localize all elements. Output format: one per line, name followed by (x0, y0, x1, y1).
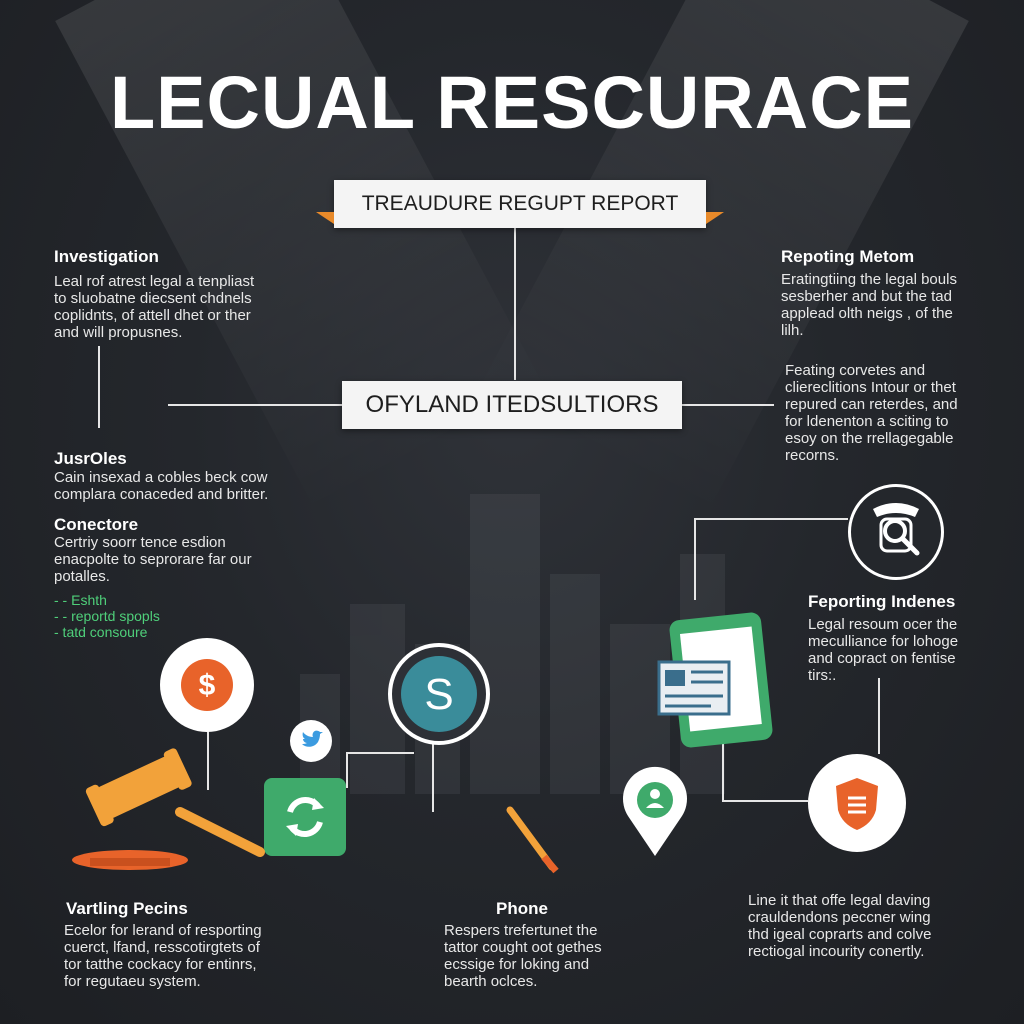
svg-text:S: S (424, 670, 453, 719)
ribbon-right (706, 212, 724, 224)
varting-text: Ecelor for lerand of resporting cuerct, … (64, 922, 262, 990)
connector-shield-rise (878, 678, 880, 754)
phone-heading: Phone (496, 899, 548, 918)
connector-right-horizontal (682, 404, 774, 406)
connector-sync-vertical (346, 752, 348, 788)
connector-phone-shield (722, 800, 808, 802)
investigation-heading: Investigation (54, 247, 159, 266)
line-block-text: Line it that offe legal daving crauldend… (748, 892, 932, 960)
varting-heading: Vartling Pecins (66, 899, 188, 918)
ribbon-left (316, 212, 334, 224)
gavel-icon (72, 748, 265, 870)
connector-search-horizontal (694, 518, 848, 520)
conectore-heading: Conectore (54, 515, 139, 534)
location-pin-icon (623, 766, 687, 856)
connector-search-vertical (694, 518, 696, 600)
bullet-item: - tatd consoure (54, 624, 148, 640)
connector-phone-drop (722, 740, 724, 800)
connector-left-horizontal (168, 404, 342, 406)
telephone-search-icon (848, 484, 944, 580)
sync-icon (264, 778, 346, 856)
features-text: Feating corvetes and cliereclitions Into… (785, 362, 958, 464)
conectore-text: Certriy soorr tence esdion enacpolte to … (54, 534, 252, 585)
investigation-text: Leal rof atrest legal a tenpliast to slu… (54, 273, 255, 341)
bullet-item: - - Eshth (54, 592, 107, 608)
connector-dollar-drop (207, 730, 209, 790)
dollar-icon: $ (160, 638, 254, 732)
connector-sync-horizontal (346, 752, 414, 754)
jusroles-text: Cain insexad a cobles beck cow complara … (54, 469, 269, 503)
connector-s-coin-drop (432, 734, 434, 812)
s-coin-icon: S (388, 643, 490, 745)
reporting-indenes-text: Legal resoum ocer the meculliance for lo… (808, 616, 959, 684)
main-title: LECUAL RESCURACE (109, 61, 915, 144)
pen-icon (506, 806, 559, 874)
shield-icon (808, 754, 906, 852)
reporting-method-heading: Repoting Metom (781, 247, 915, 266)
reporting-indenes-heading: Feporting Indenes (808, 592, 956, 611)
connector-left-vertical (98, 346, 100, 428)
report-title-box: TREAUDURE REGUPT REPORT (334, 180, 706, 228)
central-box: OFYLAND ITEDSULTIORS (342, 381, 682, 429)
bullet-item: - - reportd spopls (54, 608, 160, 624)
conectore-bullet-list: - - Eshth - - reportd spopls - tatd cons… (54, 592, 160, 640)
phone-text: Respers trefertunet the tattor cought oo… (444, 922, 602, 990)
twitter-bird-icon (290, 720, 332, 762)
mobile-phone-icon (657, 612, 773, 748)
jusroles-heading: JusrOles (54, 449, 127, 468)
connector-top-vertical (514, 228, 516, 380)
svg-text:$: $ (199, 669, 216, 702)
reporting-method-text: Eratingtiing the legal bouls sesberher a… (781, 271, 957, 339)
